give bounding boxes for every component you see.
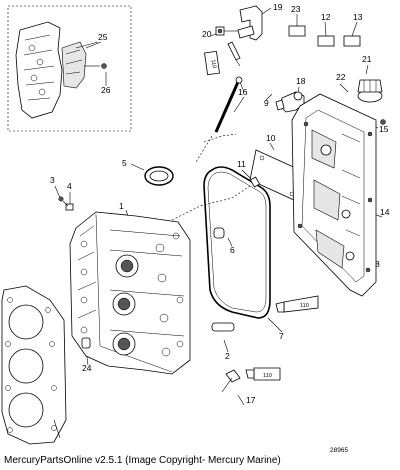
- callout-23: 23: [291, 4, 301, 14]
- tube-label-middle: 110: [300, 303, 309, 309]
- drain-plug: [357, 79, 383, 103]
- callout-24: 24: [82, 363, 92, 373]
- callout-14: 14: [380, 207, 390, 217]
- screws-3-4: [58, 196, 74, 211]
- callout-2: 2: [225, 351, 230, 361]
- callout-21: 21: [362, 54, 372, 64]
- callout-7: 7: [279, 331, 284, 341]
- callout-15: 15: [379, 124, 389, 134]
- callout-18: 18: [296, 76, 306, 86]
- callout-26: 26: [101, 85, 111, 95]
- screw-17: [221, 369, 241, 393]
- callout-3: 3: [50, 175, 55, 185]
- seal-ring: [144, 166, 174, 186]
- dowel-pin: [213, 227, 225, 239]
- callout-5: 5: [122, 158, 127, 168]
- alignment-pin: [211, 322, 235, 332]
- callout-16: 16: [238, 87, 248, 97]
- callout-6: 6: [230, 245, 235, 255]
- temp-sensor-upper: 110: [204, 41, 241, 76]
- sealant-tube-lower: 110: [245, 367, 281, 381]
- decal-squares: [288, 14, 361, 47]
- callout-25: 25: [98, 32, 108, 42]
- callout-13: 13: [353, 12, 363, 22]
- callout-11: 11: [237, 159, 246, 169]
- callout-4: 4: [67, 181, 72, 191]
- sensor-bracket: [215, 5, 263, 41]
- callout-labels: 1 2 3 4 5 6 7 8 9 10 11 12 13 14 15 16 1…: [50, 2, 390, 405]
- callout-19: 19: [273, 2, 283, 12]
- callout-9: 9: [264, 98, 269, 108]
- dowel-24: [81, 337, 91, 349]
- screw-15: [380, 119, 386, 125]
- callout-17: 17: [246, 395, 256, 405]
- long-bolt: [214, 76, 243, 133]
- pin-11: [249, 176, 261, 188]
- head-gasket: [1, 285, 67, 445]
- callout-1: 1: [119, 201, 124, 211]
- tube-label-lower: 110: [263, 373, 272, 379]
- cylinder-head: [69, 211, 191, 375]
- callout-22: 22: [336, 72, 346, 82]
- cylinder-head-cover: [291, 93, 377, 297]
- callout-10: 10: [266, 133, 276, 143]
- cover-gasket: [203, 166, 271, 319]
- tube-label-upper: 110: [209, 59, 216, 69]
- inset-overview: [7, 5, 132, 132]
- elbow-fitting: [275, 91, 305, 113]
- diagram-reference-number: 28965: [330, 447, 349, 454]
- sealant-tube-middle: 110: [275, 295, 319, 313]
- hidden-lines: [171, 133, 251, 221]
- callout-12: 12: [321, 12, 331, 22]
- callout-8: 8: [375, 259, 380, 269]
- copyright-footer: MercuryPartsOnline v2.5.1 (Image Copyrig…: [4, 455, 281, 466]
- callout-20: 20: [202, 29, 212, 39]
